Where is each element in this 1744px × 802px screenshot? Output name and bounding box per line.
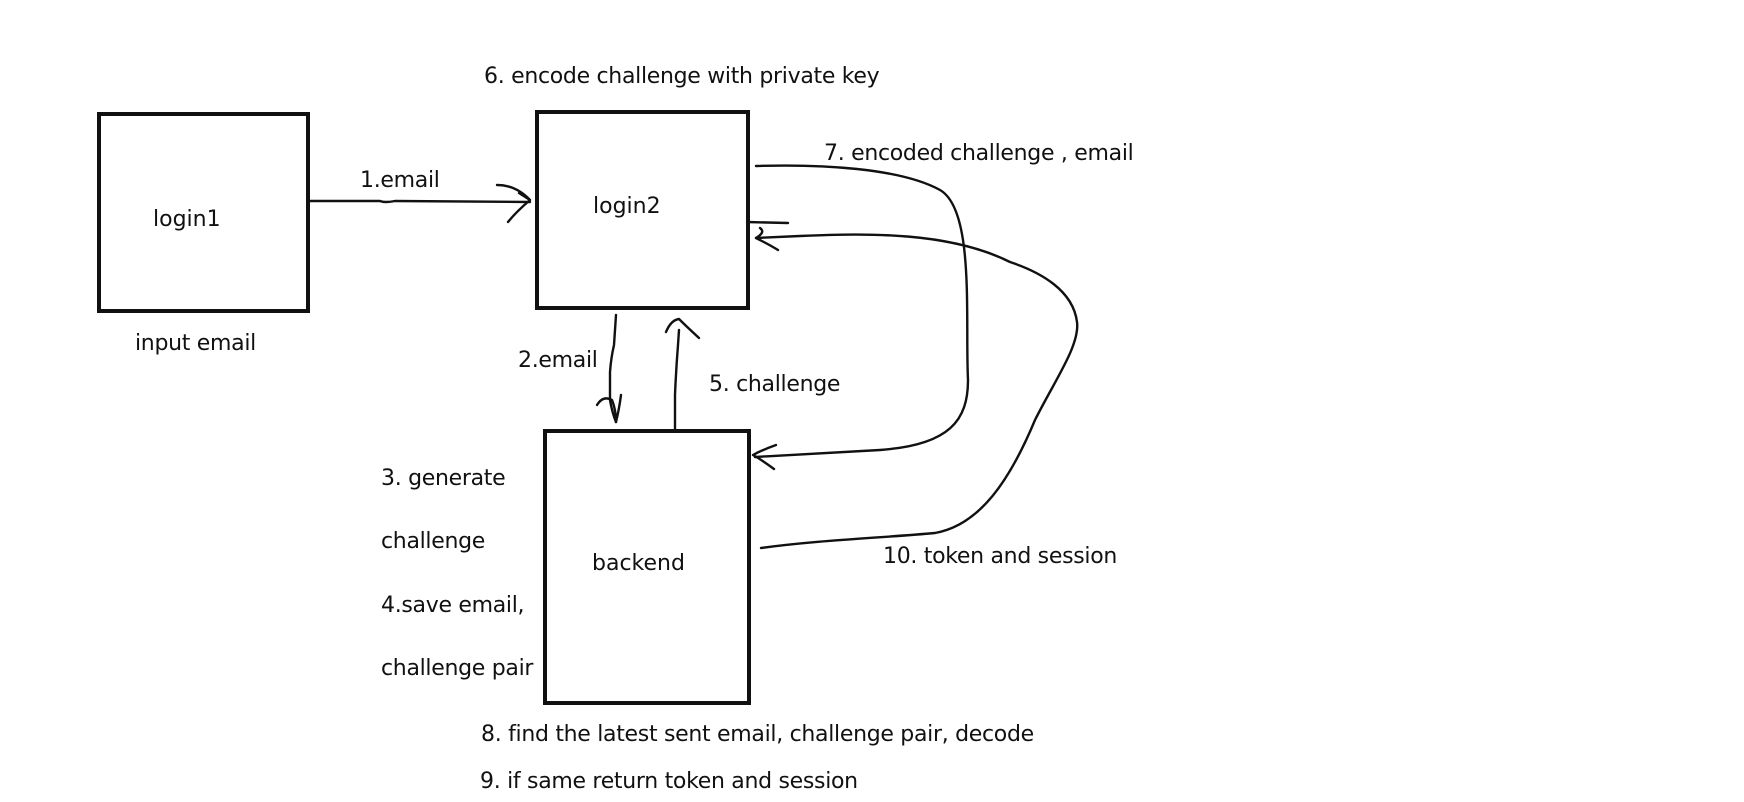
edge-2-email-line: [608, 313, 618, 424]
login2-box: login2: [535, 110, 750, 310]
edge-1-email-arrowhead: [495, 183, 532, 224]
login1-label: login1: [153, 207, 221, 232]
edge-10-label: 10. token and session: [883, 544, 1118, 569]
edge-7-arrowhead: [751, 443, 778, 471]
login1-box: login1: [97, 112, 310, 313]
backend-box: backend: [543, 429, 751, 705]
note-4-line-2: challenge pair: [381, 656, 534, 681]
note-8: 8. find the latest sent email, challenge…: [481, 722, 1034, 747]
note-9: 9. if same return token and session: [480, 769, 858, 794]
login2-label: login2: [593, 194, 661, 219]
note-3-line-1: 3. generate: [381, 466, 506, 491]
login1-caption: input email: [135, 331, 256, 356]
edge-10-token-line: [754, 233, 1079, 550]
edge-1-email-line: [307, 199, 532, 204]
edge-5-label: 5. challenge: [709, 372, 841, 397]
edge-7-encoded-line: [753, 164, 970, 459]
note-4-line-1: 4.save email,: [381, 593, 525, 618]
edge-2-email-arrowhead: [595, 393, 623, 424]
edge-10-arrowhead: [745, 220, 790, 252]
login2-caption: 6. encode challenge with private key: [484, 64, 880, 89]
edge-2-label: 2.email: [518, 348, 598, 373]
backend-label: backend: [592, 551, 685, 576]
edge-5-challenge-arrowhead: [664, 317, 701, 340]
note-3-line-2: challenge: [381, 529, 486, 554]
edge-1-label: 1.email: [360, 168, 440, 193]
edge-7-label: 7. encoded challenge , email: [824, 141, 1134, 166]
edge-5-challenge-line: [673, 328, 681, 432]
